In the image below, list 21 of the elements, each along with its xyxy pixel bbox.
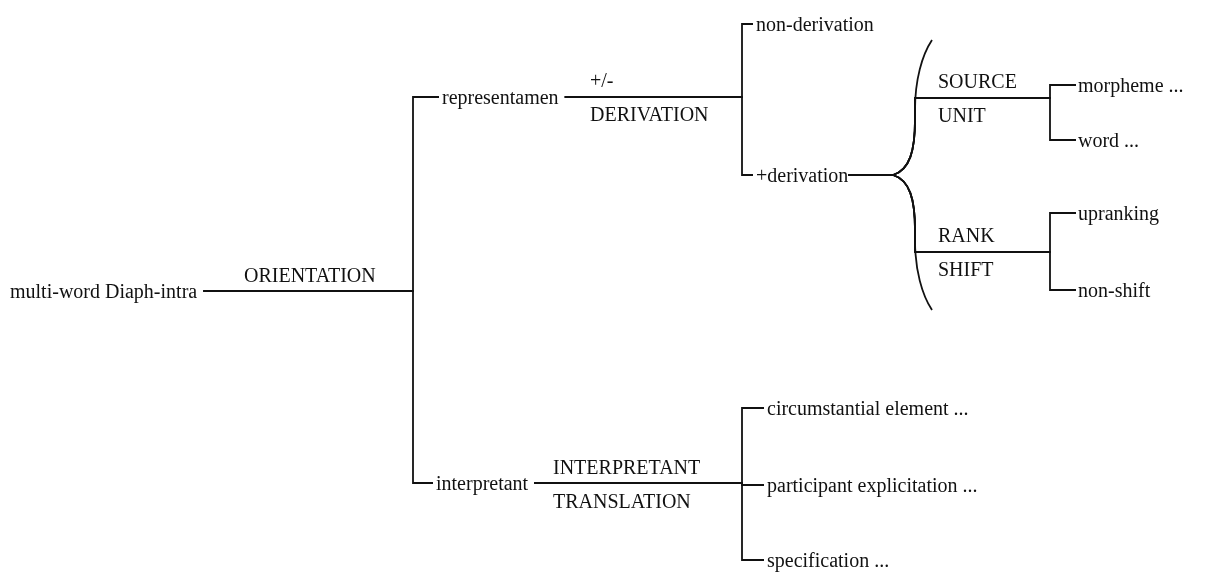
feature-label: participant explicitation ... (767, 473, 978, 497)
feature-label: circumstantial element ... (767, 396, 969, 420)
system-label: SOURCE UNIT (938, 69, 1017, 128)
feature-label: +derivation (756, 163, 849, 187)
feature-label: word ... (1078, 128, 1140, 152)
feature-label: multi-word Diaph-intra (10, 279, 198, 303)
network-line (533, 482, 765, 561)
network-line (202, 290, 434, 484)
feature-label: non-shift (1078, 278, 1151, 302)
feature-label: representamen (442, 85, 559, 109)
system-label: RANK SHIFT (938, 223, 995, 282)
system-label: INTERPRETANT TRANSLATION (553, 455, 700, 514)
network-line (847, 174, 1077, 291)
feature-label: upranking (1078, 201, 1160, 225)
network-line (563, 96, 754, 176)
feature-label: specification ... (767, 548, 890, 572)
feature-label: morpheme ... (1078, 73, 1184, 97)
system-label: ORIENTATION (244, 263, 376, 287)
feature-label: non-derivation (756, 12, 874, 36)
feature-label: interpretant (436, 471, 529, 495)
system-label: +/- DERIVATION (590, 68, 709, 127)
